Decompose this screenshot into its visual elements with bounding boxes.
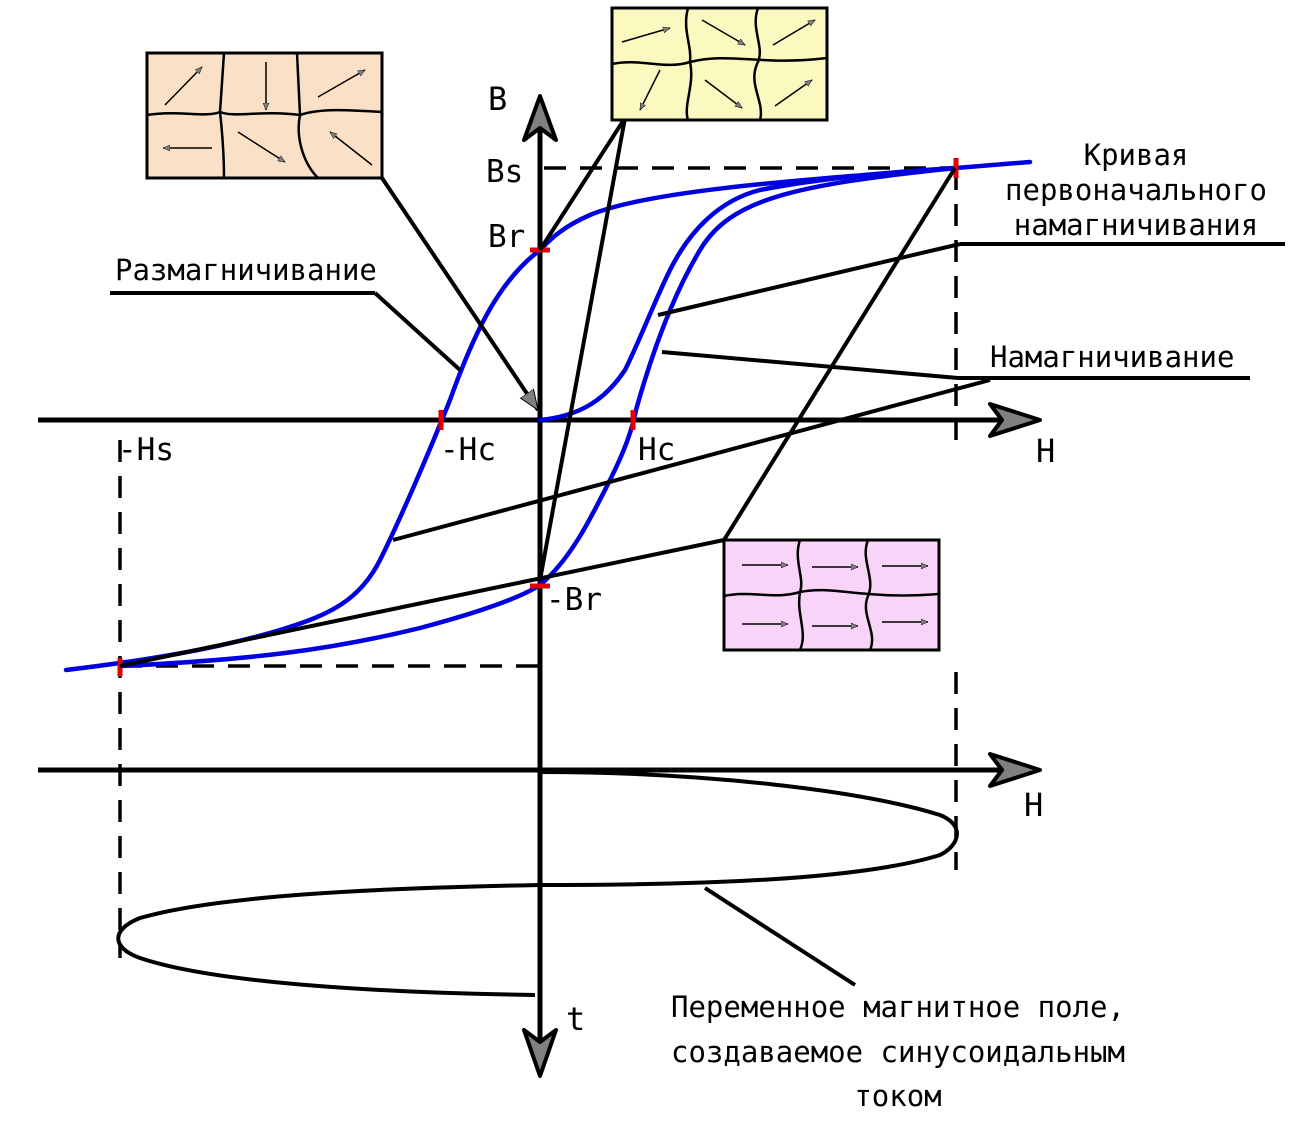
leader-mag-2 (661, 350, 959, 380)
leader-box3a (119, 538, 725, 668)
t-axis-label: t (566, 1000, 585, 1038)
h-axis-2-label: H (1024, 786, 1043, 824)
domain-box-saturated (722, 538, 941, 652)
alternating-field-caption-line-1: Переменное магнитное поле, (671, 990, 1125, 1024)
h-axis-2-arrow-icon (988, 752, 1042, 788)
initial-magnetization-curve (537, 165, 959, 423)
neg-br-label: -Br (546, 582, 602, 618)
hc-label: Hc (638, 432, 675, 468)
leader-box2a (538, 116, 627, 252)
leader-box3b (722, 166, 957, 542)
domain-box-remanent (610, 6, 829, 122)
h-axis-arrow-icon (988, 402, 1042, 438)
descending-branch (63, 159, 1033, 673)
bs-label: Bs (486, 154, 523, 190)
neg-hs-label: -Hs (118, 432, 174, 468)
alternating-field-caption-line-2: создаваемое синусоидальным (671, 1035, 1125, 1069)
initial-curve-caption-line-3: намагничивания (1014, 208, 1258, 242)
magnetization-caption: Намагничивание (990, 340, 1234, 374)
initial-curve-caption-line-1: Кривая (1084, 138, 1189, 172)
leader-box2b (538, 117, 627, 581)
br-label: Br (488, 219, 525, 255)
h-axis-label: H (1036, 432, 1055, 470)
neg-hc-label: -Hc (440, 432, 496, 468)
axis-arrowheads (522, 94, 1042, 1078)
demagnetization-caption: Размагничивание (115, 253, 377, 287)
leader-demag-2 (373, 291, 462, 372)
b-axis-label: B (488, 80, 507, 118)
domain-box-demagnetized (145, 51, 384, 180)
sinusoidal-field-curve (116, 770, 959, 997)
initial-curve-caption-line-2: первоначального (1005, 173, 1267, 207)
t-axis-arrow-icon (522, 1028, 558, 1078)
leader-mag-3 (392, 378, 991, 542)
leader-initial-curve-2 (657, 242, 961, 317)
b-axis-arrow-icon (522, 94, 558, 142)
leader-box1 (380, 176, 540, 410)
leader-lines (110, 116, 1285, 987)
leader-sine (703, 886, 857, 987)
alternating-field-caption-line-3: током (854, 1079, 941, 1113)
